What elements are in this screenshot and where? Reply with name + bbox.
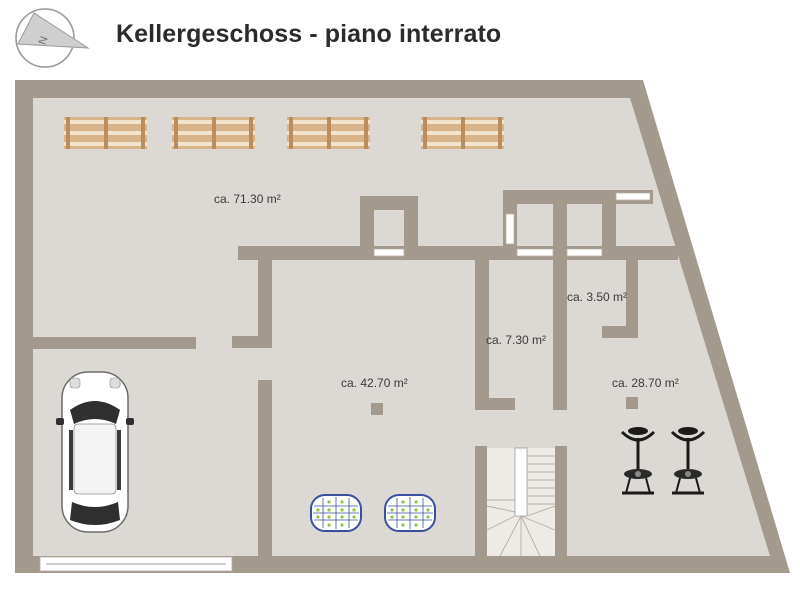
compass-letter: N [37, 35, 51, 47]
pallet-4 [421, 117, 504, 149]
area-label-large-storage: ca. 71.30 m² [214, 192, 281, 206]
floor-area [33, 98, 770, 556]
exercise-bike-2 [670, 427, 706, 495]
water-tank-1 [310, 494, 362, 532]
windows [39, 192, 651, 572]
pallet-2 [172, 117, 255, 149]
parked-car [56, 371, 134, 533]
compass-north-icon: N [15, 8, 90, 68]
water-tank-2 [384, 494, 436, 532]
area-label-central-room: ca. 42.70 m² [341, 376, 408, 390]
exercise-bike-1 [620, 427, 656, 495]
area-label-small-room: ca. 3.50 m² [567, 290, 628, 304]
area-label-fitness-room: ca. 28.70 m² [612, 376, 679, 390]
staircase [486, 447, 556, 557]
pallet-1 [64, 117, 147, 149]
pallet-3 [287, 117, 370, 149]
page-title: Kellergeschoss - piano interrato [116, 20, 502, 48]
area-label-narrow-room: ca. 7.30 m² [486, 333, 547, 347]
interior-walls [33, 190, 678, 556]
